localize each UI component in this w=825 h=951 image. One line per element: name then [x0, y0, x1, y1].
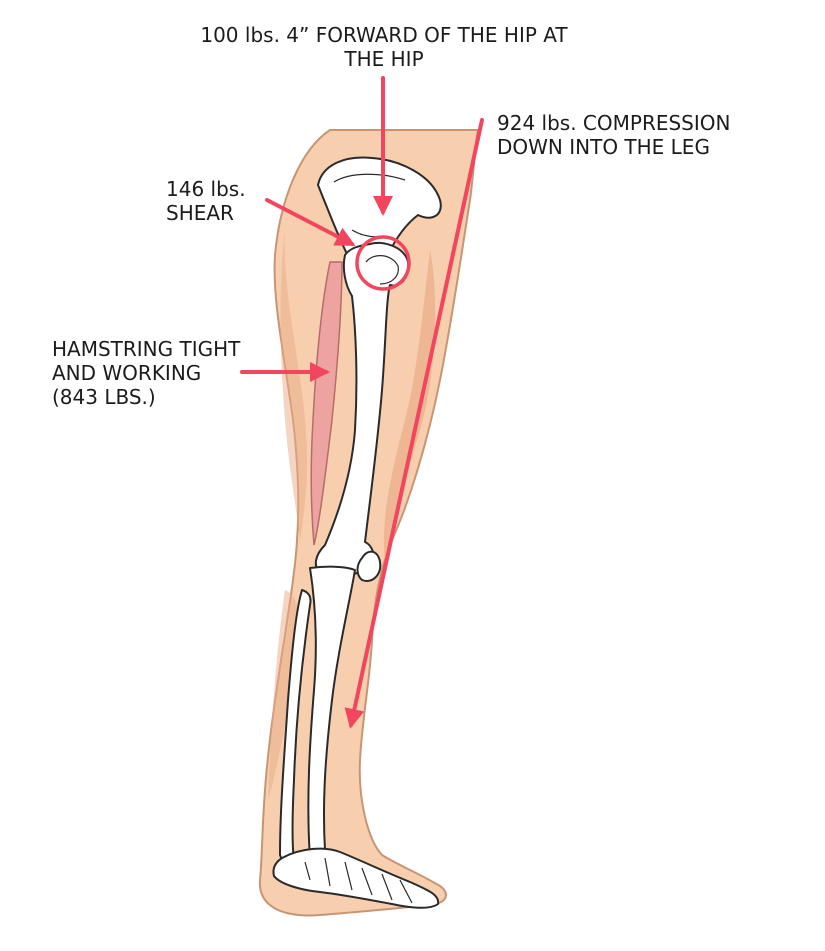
femur-head-detail: [365, 255, 399, 285]
foot-bone-detail: [304, 857, 413, 904]
leg-shadow-back: [280, 230, 308, 540]
hip-load-label-line1: 100 lbs. 4” FORWARD OF THE HIP AT: [200, 23, 568, 47]
foot-bones: [272, 847, 440, 909]
leg-shadow-front: [383, 250, 436, 560]
compression-label-line2: DOWN INTO THE LEG: [497, 135, 710, 159]
hip-joint-highlight: [355, 235, 411, 291]
hamstring-label-line3: (843 LBS.): [52, 385, 156, 409]
compression-arrow: [344, 118, 484, 729]
hamstring-label-line2: AND WORKING: [52, 361, 201, 385]
annotations: 100 lbs. 4” FORWARD OF THE HIP AT THE HI…: [52, 23, 730, 409]
patella-bone: [356, 550, 382, 582]
force-arrows: [240, 76, 484, 729]
hip-load-label-line2: THE HIP: [343, 47, 423, 71]
shear-label-line2: SHEAR: [166, 201, 234, 225]
shear-arrow: [265, 198, 356, 246]
hamstring-label-line1: HAMSTRING TIGHT: [52, 337, 241, 361]
compression-label-line1: 924 lbs. COMPRESSION: [497, 111, 730, 135]
shear-label-line1: 146 lbs.: [166, 177, 246, 201]
calf-shadow: [268, 590, 300, 800]
